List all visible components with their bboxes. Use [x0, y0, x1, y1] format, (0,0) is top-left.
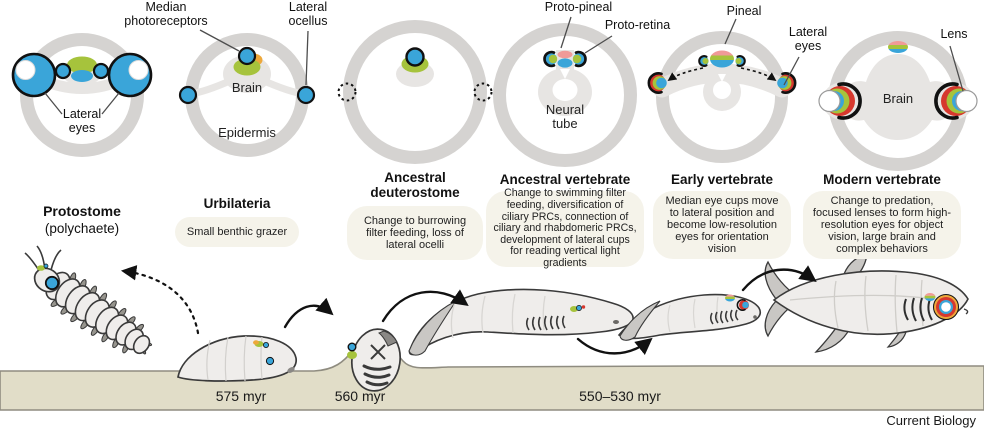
pineal-spot: [888, 41, 908, 53]
cross-section-protostome: [11, 33, 153, 157]
label-neural-tube: Neural tube: [545, 102, 585, 131]
lateral-eye-right: [107, 52, 153, 98]
ancestral-vertebrate-swimmer-illustration: [408, 288, 634, 356]
lens-disc: [818, 89, 841, 113]
callout-pineal: Pineal: [726, 4, 762, 18]
journal-credit: Current Biology: [886, 413, 976, 428]
eye-migration-arrow-right: [740, 67, 777, 82]
camera-eye-left: [818, 82, 864, 120]
stage-note-ancestral-deuterostome: Change to burrowing filter feeding, loss…: [347, 206, 483, 260]
urbilaterian-illustration: [177, 335, 297, 382]
median-cup-left: [698, 55, 709, 67]
median-photoreceptor-blue: [71, 70, 93, 82]
stage-title-early-vertebrate: Early vertebrate: [670, 172, 774, 187]
median-cup-right: [735, 55, 746, 67]
stage-subtitle-protostome: (polychaete): [44, 221, 120, 236]
brain-blob: [842, 54, 954, 140]
label-brain-urbilateria: Brain: [231, 80, 263, 95]
callout-proto-pineal: Proto-pineal: [544, 0, 613, 14]
stage-note-modern-vertebrate: Change to predation, focused lenses to f…: [803, 191, 961, 259]
cross-section-ancestral-vertebrate: [493, 23, 637, 167]
arrow-urbilateria-to-polychaete: [120, 265, 200, 335]
lost-ocellus-left: [337, 82, 357, 102]
stage-title-modern-vertebrate: Modern vertebrate: [823, 172, 941, 187]
stage-title-urbilateria: Urbilateria: [203, 196, 271, 211]
modern-vertebrate-fish-illustration: [764, 254, 969, 353]
pineal-spot: [725, 294, 735, 302]
median-photoreceptor: [237, 46, 257, 66]
proto-retina-right-cup: [572, 50, 587, 68]
stage-title-ancestral-deuterostome: Ancestral deuterostome: [370, 170, 460, 200]
stage-title-ancestral-vertebrate: Ancestral vertebrate: [499, 172, 631, 187]
camera-eye-right: [930, 80, 979, 122]
stage-title-protostome: Protostome: [43, 203, 121, 219]
closed-ocellus-x-mark: [370, 344, 386, 360]
lateral-ocellus-right: [296, 85, 316, 105]
label-brain-modern-vertebrate: Brain: [882, 91, 914, 106]
callout-proto-retina: Proto-retina: [604, 18, 671, 32]
evolution-arrows: [120, 265, 817, 355]
callout-lines: [44, 16, 964, 115]
cross-section-modern-vertebrate: [818, 31, 979, 171]
burrower-illustration: [347, 328, 402, 392]
arrow-urbilateria-to-burrower: [283, 297, 334, 329]
camera-eye: [933, 294, 959, 320]
eye-cup: [736, 299, 749, 311]
timeline-label-560myr: 560 myr: [334, 388, 386, 404]
gill-slits: [709, 309, 739, 325]
callout-lateral-eyes-early-vertebrate: Lateral eyes: [788, 25, 828, 53]
arrow-burrower-to-swimmer: [381, 289, 469, 323]
lateral-eye-left: [11, 52, 57, 98]
polychaete-illustration: [24, 245, 153, 355]
pineal-dome: [710, 50, 734, 68]
arrow-early-to-modern-vertebrate: [741, 265, 817, 292]
cross-section-ancestral-deuterostome: [337, 20, 493, 164]
ciliary-patch-green: [233, 58, 261, 76]
eye-migration-arrow-left: [667, 67, 704, 82]
cross-section-urbilateria: [178, 33, 316, 157]
label-epidermis: Epidermis: [218, 125, 276, 140]
proto-pineal-patch: [557, 50, 573, 59]
gill-slits: [525, 315, 566, 331]
callout-lens: Lens: [940, 27, 968, 41]
polychaete-eye: [44, 275, 60, 291]
arrow-swimmer-to-early-vertebrate: [576, 337, 653, 355]
timeline-label-575myr: 575 myr: [215, 388, 267, 404]
callout-lateral-ocellus: Lateral ocellus: [288, 0, 328, 28]
callout-lateral-eyes-protostome: Lateral eyes: [62, 107, 102, 135]
lost-ocellus-right: [473, 82, 493, 102]
timeline-label-550-530myr: 550–530 myr: [579, 388, 661, 404]
stage-note-urbilateria: Small benthic grazer: [175, 217, 299, 247]
stage-note-early-vertebrate: Median eye cups move to lateral position…: [653, 191, 791, 259]
callout-median-photoreceptors: Median photoreceptors: [124, 0, 208, 28]
median-photoreceptor-green: [67, 56, 97, 74]
stage-note-ancestral-vertebrate: Change to swimming filter feeding, diver…: [486, 188, 644, 269]
pineal-spot: [924, 293, 936, 301]
lateral-ocellus-left: [178, 85, 198, 105]
lateral-eye-cup-left: [647, 72, 667, 94]
proto-retina-left-cup: [543, 50, 558, 68]
cross-section-early-vertebrate: [647, 31, 797, 163]
early-vertebrate-swimmer-illustration: [617, 293, 762, 341]
